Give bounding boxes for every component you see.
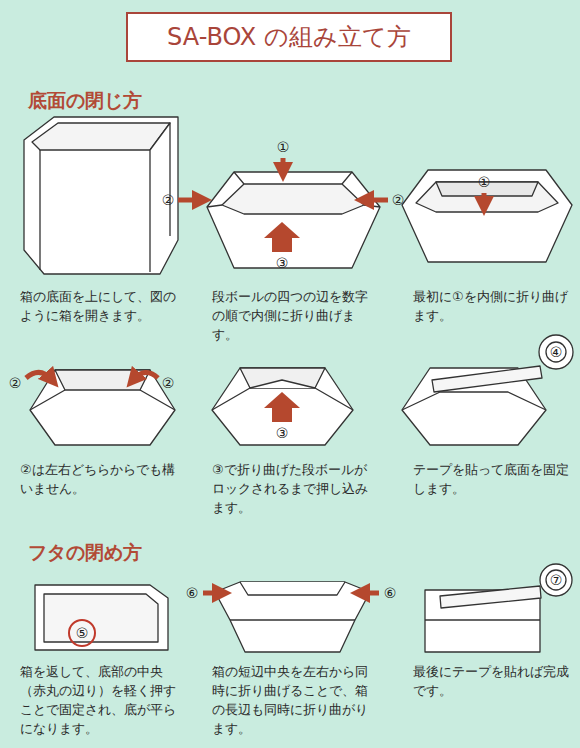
callout-number: ② xyxy=(9,375,22,391)
step-caption: テープを貼って底面を固定します。 xyxy=(413,460,573,498)
step-caption: 箱の底面を上にして、図のように箱を開きます。 xyxy=(20,287,180,325)
step-caption: 箱の短辺中央を左右から同時に折り曲げることで、箱の長辺も同時に折り曲がります。 xyxy=(212,662,372,738)
callout-number: ③ xyxy=(276,425,289,441)
callout-number: ⑤ xyxy=(76,625,89,641)
step-caption: 箱を返して、底部の中央（赤丸の辺り）を軽く押すことで固定され、底が平らになります… xyxy=(20,662,180,738)
callout-number: ① xyxy=(277,139,290,155)
step-caption: ②は左右どちらからでも構いません。 xyxy=(20,460,180,498)
callout-number: ⑥ xyxy=(384,585,397,601)
callout-number: ② xyxy=(392,192,405,208)
callout-number: ④ xyxy=(550,344,563,360)
step-caption: 最後にテープを貼れば完成です。 xyxy=(413,662,573,700)
callout-number: ① xyxy=(478,174,491,190)
callout-number: ⑦ xyxy=(550,572,563,588)
step-caption: ③で折り曲げた段ボールがロックされるまで押し込みます。 xyxy=(212,460,372,517)
step-caption: 段ボールの四つの辺を数字の順で内側に折り曲げます。 xyxy=(212,287,372,344)
step-caption: 最初に①を内側に折り曲げます。 xyxy=(413,287,573,325)
title-box: SA-BOX の組み立て方 xyxy=(126,12,452,62)
callout-number: ③ xyxy=(276,255,289,271)
callout-number: ⑥ xyxy=(186,585,199,601)
page-title: SA-BOX の組み立て方 xyxy=(167,21,411,53)
callout-number: ② xyxy=(162,375,175,391)
section-heading: 底面の閉じ方 xyxy=(28,88,142,114)
section-heading: フタの閉め方 xyxy=(28,540,142,566)
callout-number: ② xyxy=(162,192,175,208)
